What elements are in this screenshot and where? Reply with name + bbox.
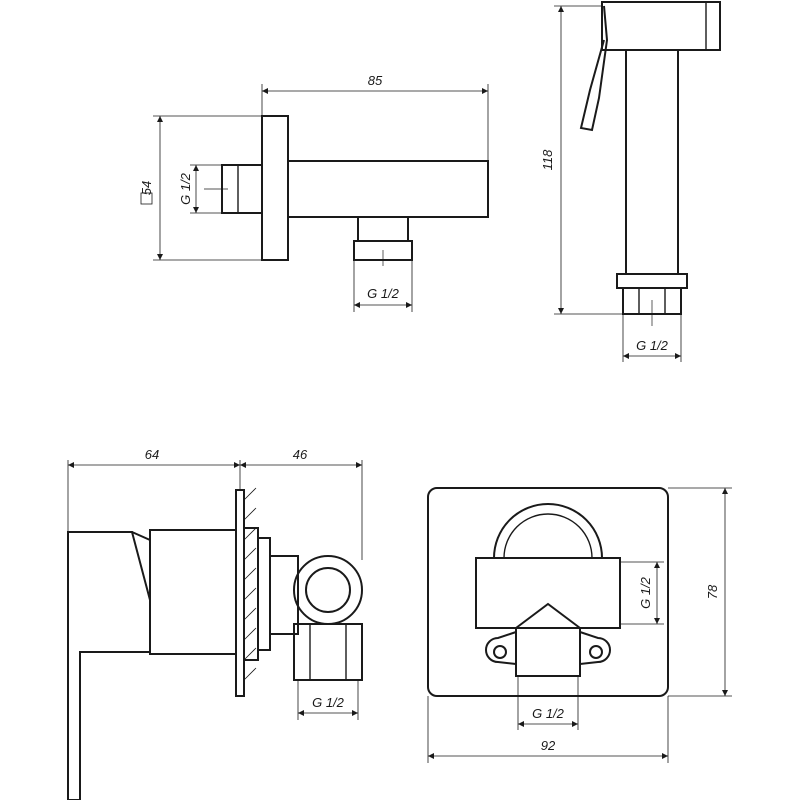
wall-elbow-view: 85 54 G 1/2 G 1/2 <box>139 73 489 312</box>
mixer-lever <box>67 531 151 800</box>
plate-body <box>475 557 621 629</box>
dim-plate-thread-bottom: G 1/2 <box>532 706 565 721</box>
mixer-side-view: 64 46 G 1/2 <box>67 447 363 800</box>
handshower-view: 118 G 1/2 <box>540 1 721 362</box>
mixer-sleeve-nut <box>257 537 271 651</box>
mixer-outlet-bore <box>305 567 351 613</box>
mixer-outlet-pipe <box>293 623 363 681</box>
plate-ear-left <box>485 631 517 665</box>
dim-plate-width: 92 <box>541 738 556 753</box>
plate-front-view: 78 92 G 1/2 G 1/2 <box>427 487 732 763</box>
wall-elbow-body <box>287 160 489 218</box>
wall-elbow-outlet-collar <box>357 216 409 242</box>
dim-handshower-thread: G 1/2 <box>636 338 669 353</box>
dim-handshower-length: 118 <box>540 149 555 170</box>
plate-outline <box>427 487 669 697</box>
plate-ring-inner <box>503 513 593 559</box>
plate-screw-right-icon <box>589 645 603 659</box>
mixer-outlet-ring <box>293 555 363 625</box>
dim-mixer-depth-front: 64 <box>145 447 159 462</box>
plate-ring-outer <box>493 503 603 559</box>
dim-wall-elbow-flange: 54 <box>139 181 154 195</box>
mixer-wall-plate <box>235 489 245 697</box>
plate-pointer <box>515 602 581 629</box>
plate-ear-right <box>579 631 611 665</box>
mixer-connector <box>270 555 299 635</box>
plate-screw-left-icon <box>493 645 507 659</box>
dim-wall-elbow-length: 85 <box>368 73 383 88</box>
wall-hatch <box>243 487 257 681</box>
plate-outlet <box>515 628 581 677</box>
mixer-sleeve <box>243 527 259 661</box>
handshower-head <box>601 1 721 51</box>
dim-wall-elbow-outlet-thread: G 1/2 <box>367 286 400 301</box>
dim-wall-elbow-thread: G 1/2 <box>178 172 193 205</box>
handshower-handle <box>625 49 679 275</box>
mixer-body <box>149 529 237 655</box>
dim-plate-height: 78 <box>705 584 720 599</box>
handshower-lever <box>579 5 609 132</box>
dim-mixer-outlet-thread: G 1/2 <box>312 695 345 710</box>
dim-plate-thread-side: G 1/2 <box>638 576 653 609</box>
wall-elbow-flange <box>261 115 289 261</box>
dim-mixer-depth-wall: 46 <box>293 447 308 462</box>
handshower-collar <box>616 273 688 289</box>
square-symbol-icon <box>140 192 153 205</box>
